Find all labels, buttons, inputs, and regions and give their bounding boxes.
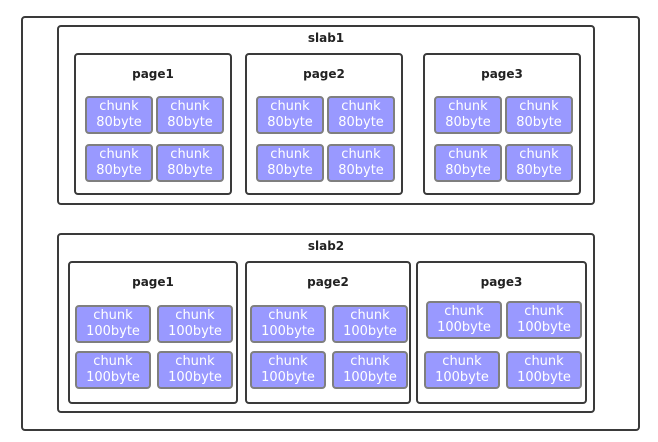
page-title: page1 xyxy=(132,275,174,289)
chunk-size: 80byte xyxy=(96,115,142,130)
chunk-size: 80byte xyxy=(267,163,313,178)
chunk-name: chunk xyxy=(519,99,559,114)
chunk-name: chunk xyxy=(444,304,484,319)
chunk-size: 80byte xyxy=(445,115,491,130)
chunk-name: chunk xyxy=(268,354,308,369)
chunk-size: 100byte xyxy=(343,370,397,385)
chunk-name: chunk xyxy=(99,147,139,162)
page-title: page2 xyxy=(303,67,345,81)
chunk-size: 100byte xyxy=(168,370,222,385)
chunk-size: 100byte xyxy=(168,324,222,339)
chunk-size: 80byte xyxy=(445,163,491,178)
slab-2-title: slab2 xyxy=(307,239,345,253)
chunk-size: 100byte xyxy=(86,370,140,385)
chunk-name: chunk xyxy=(442,354,482,369)
chunk-name: chunk xyxy=(170,147,210,162)
chunk-name: chunk xyxy=(350,308,390,323)
page-title: page1 xyxy=(132,67,174,81)
chunk-size: 100byte xyxy=(261,324,315,339)
chunk-name: chunk xyxy=(519,147,559,162)
chunk-size: 100byte xyxy=(261,370,315,385)
chunk-name: chunk xyxy=(268,308,308,323)
chunk-name: chunk xyxy=(93,354,133,369)
chunk-size: 100byte xyxy=(86,324,140,339)
chunk-size: 80byte xyxy=(267,115,313,130)
chunk-size: 80byte xyxy=(338,115,384,130)
chunk-name: chunk xyxy=(524,354,564,369)
chunk-size: 80byte xyxy=(516,163,562,178)
chunk-size: 80byte xyxy=(96,163,142,178)
chunk-name: chunk xyxy=(341,147,381,162)
chunk-name: chunk xyxy=(99,99,139,114)
page-title: page3 xyxy=(480,275,523,289)
chunk-name: chunk xyxy=(448,147,488,162)
chunk-size: 80byte xyxy=(516,115,562,130)
chunk-name: chunk xyxy=(170,99,210,114)
chunk-name: chunk xyxy=(448,99,488,114)
chunk-size: 100byte xyxy=(437,320,491,335)
chunk-size: 80byte xyxy=(338,163,384,178)
chunk-size: 100byte xyxy=(517,320,571,335)
chunk-size: 80byte xyxy=(167,163,213,178)
chunk-name: chunk xyxy=(270,99,310,114)
chunk-size: 100byte xyxy=(343,324,397,339)
chunk-name: chunk xyxy=(270,147,310,162)
chunk-name: chunk xyxy=(175,308,215,323)
chunk-name: chunk xyxy=(175,354,215,369)
chunk-name: chunk xyxy=(341,99,381,114)
chunk-name: chunk xyxy=(93,308,133,323)
page-title: page2 xyxy=(307,275,349,289)
chunk-size: 80byte xyxy=(167,115,213,130)
chunk-name: chunk xyxy=(350,354,390,369)
chunk-name: chunk xyxy=(524,304,564,319)
chunk-size: 100byte xyxy=(435,370,489,385)
page-title: page3 xyxy=(481,67,523,81)
chunk-size: 100byte xyxy=(517,370,571,385)
slab-1-title: slab1 xyxy=(307,31,345,45)
